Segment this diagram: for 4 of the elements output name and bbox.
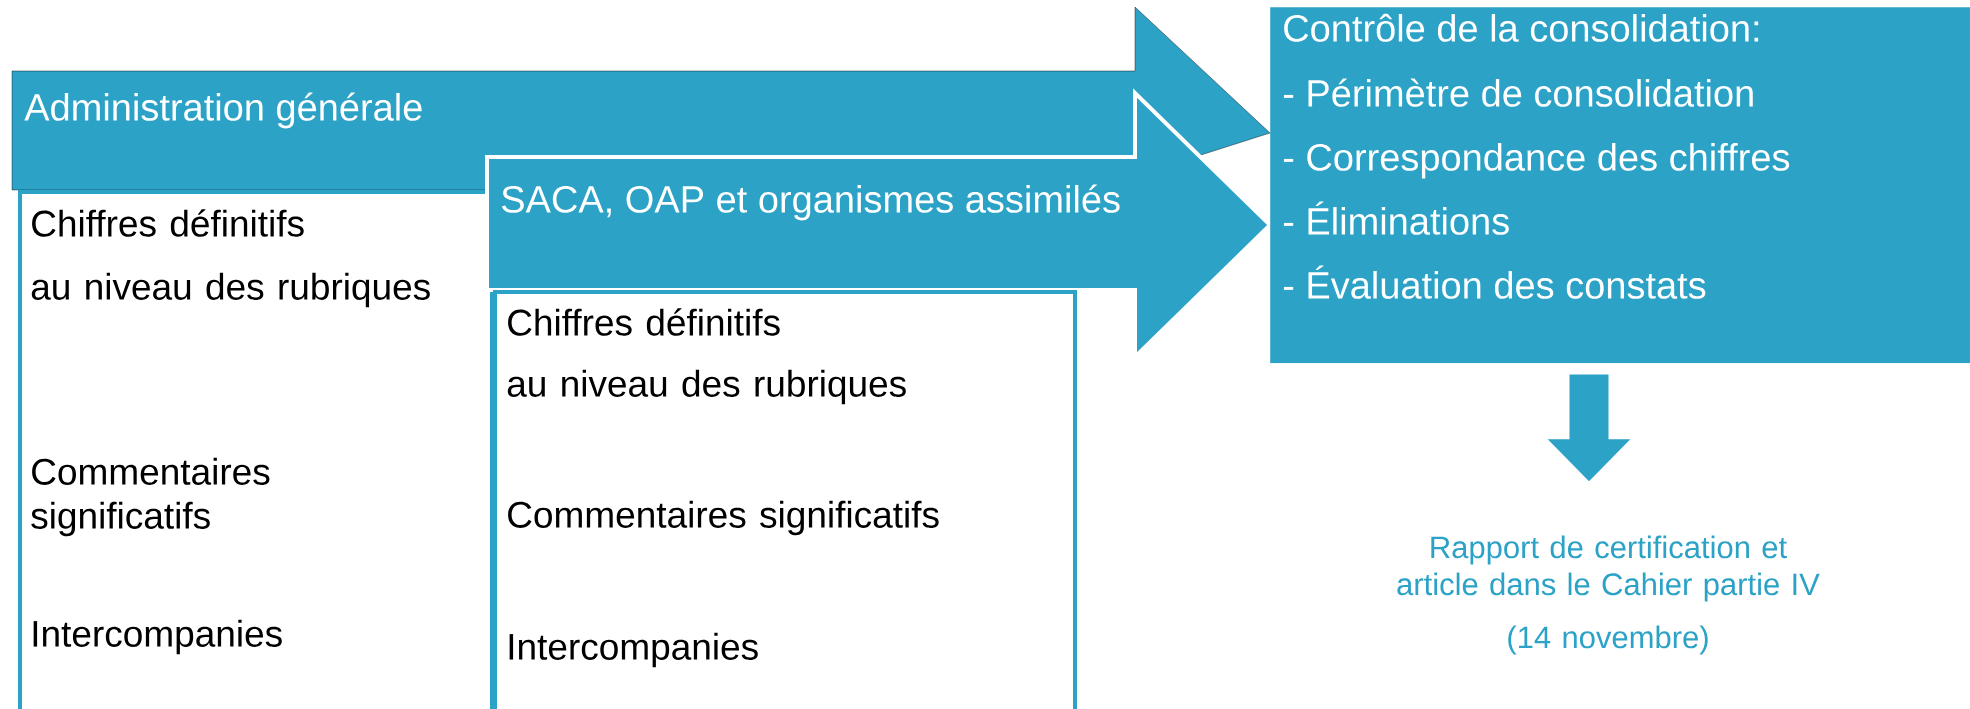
process-box: Contrôle de la consolidation: - Périmètre de consolidation - Correspondance des chiffres - Éliminations - Évaluation des constats: [1270, 7, 1970, 364]
column-box: Chiffres définitifs au niveau des rubriques Commentaires significatifs Intercompanies: [18, 190, 494, 709]
result-text: Rapport de certification et article dans le Cahier partie IV (14 novembre): [1397, 535, 1820, 655]
column-box: Chiffres définitifs au niveau des rubriques Commentaires significatifs Intercompanies: [493, 290, 1077, 709]
